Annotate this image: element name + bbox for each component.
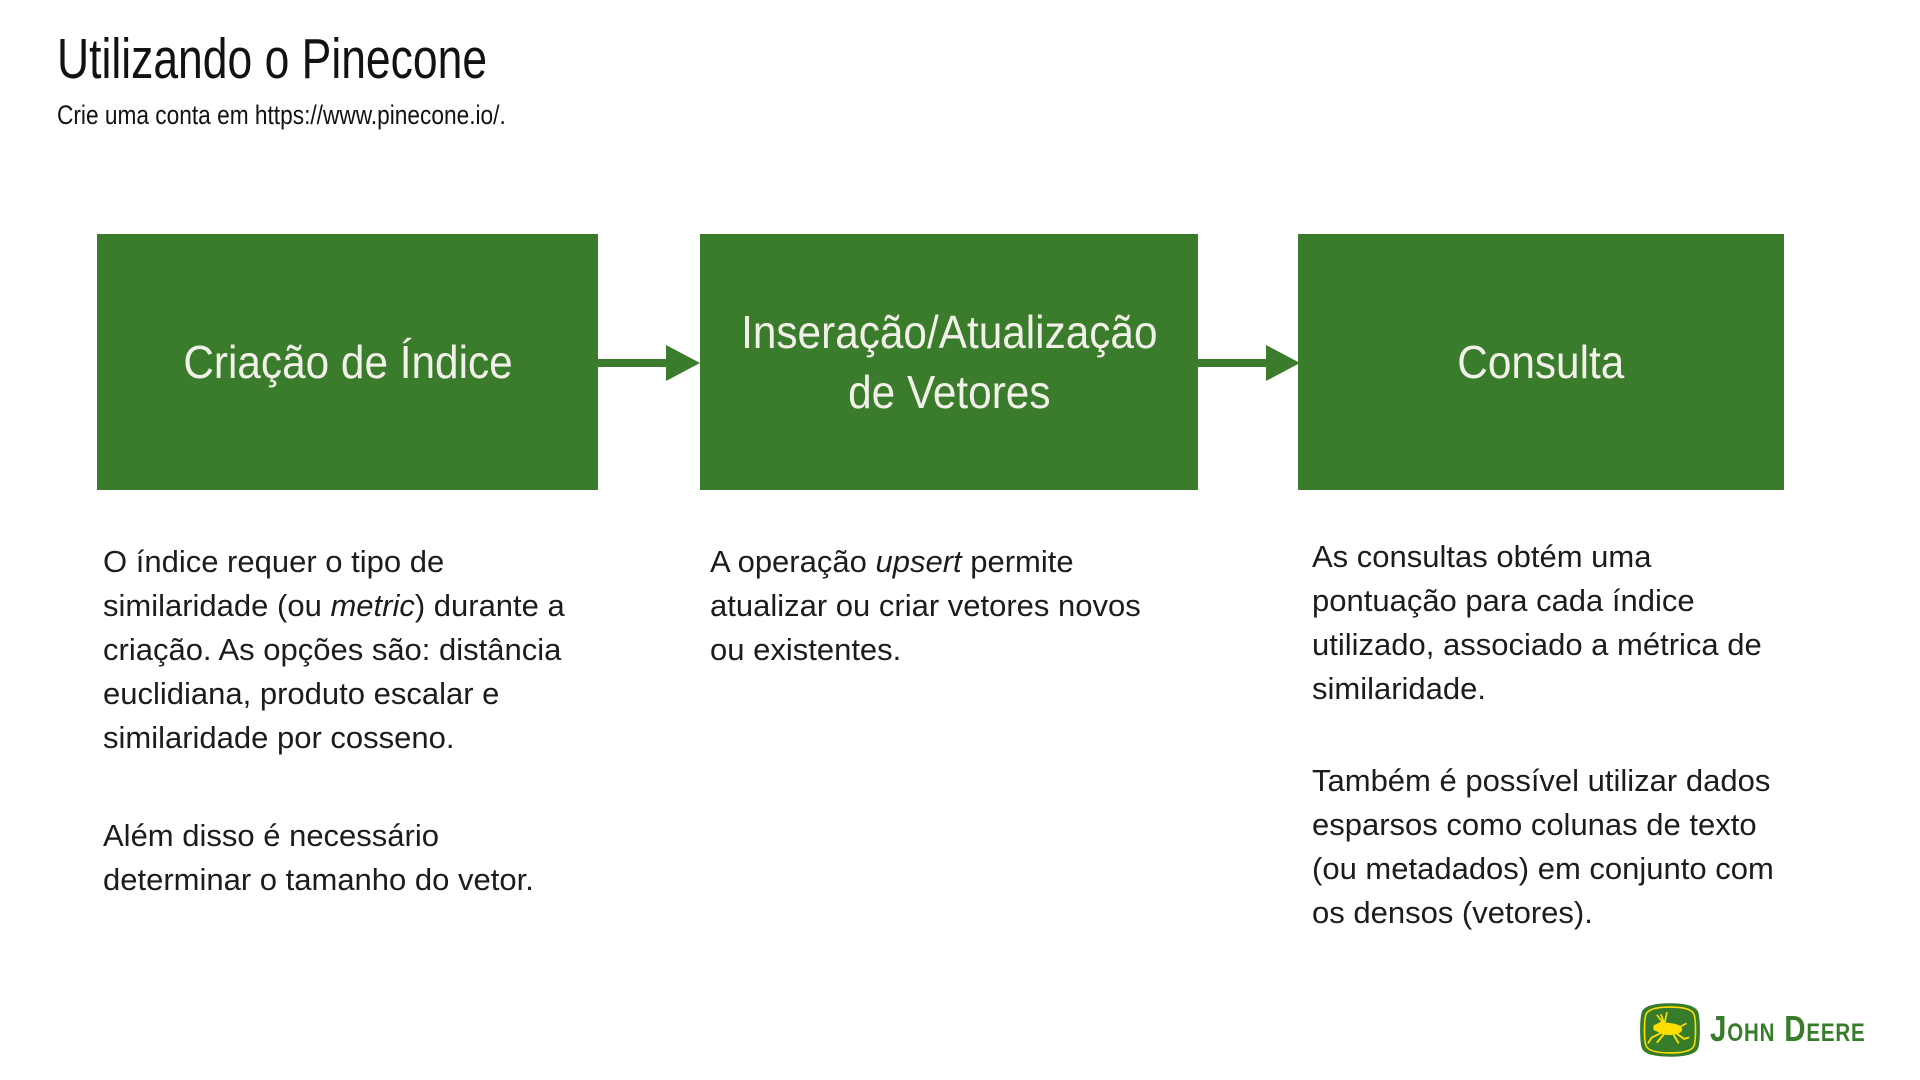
arrow-right-icon bbox=[598, 345, 700, 381]
column-text-consulta: As consultas obtém uma pontuação para ca… bbox=[1312, 535, 1832, 935]
paragraph: As consultas obtém uma pontuação para ca… bbox=[1312, 539, 1762, 706]
john-deere-wordmark: John Deere bbox=[1710, 1008, 1866, 1049]
paragraph: Além disso é necessário determinar o tam… bbox=[103, 818, 534, 897]
column-text-criacao: O índice requer o tipo de similaridade (… bbox=[103, 540, 623, 902]
john-deere-emblem-icon bbox=[1640, 1003, 1700, 1057]
column-text-inseracao: A operação upsert permite atualizar ou c… bbox=[710, 540, 1230, 672]
flow-box-label: Consulta bbox=[1457, 336, 1625, 388]
flow-box-inseracao-atualizacao: Inseração/Atualização de Vetores bbox=[700, 234, 1198, 490]
flow-box-consulta: Consulta bbox=[1298, 234, 1784, 490]
flow-box-criacao-de-indice: Criação de Índice bbox=[97, 234, 598, 490]
flow-box-label: Inseração/Atualização de Vetores bbox=[740, 306, 1158, 418]
arrow-right-icon bbox=[1198, 345, 1300, 381]
john-deere-logo: John Deere bbox=[1638, 1002, 1900, 1058]
paragraph: A operação upsert permite atualizar ou c… bbox=[710, 544, 1141, 667]
flow-box-label: Criação de Índice bbox=[182, 336, 513, 388]
page-title: Utilizando o Pinecone bbox=[57, 27, 488, 91]
paragraph: O índice requer o tipo de similaridade (… bbox=[103, 544, 565, 755]
subtitle-text: Crie uma conta em https://www.pinecone.i… bbox=[57, 100, 506, 130]
paragraph: Também é possível utilizar dados esparso… bbox=[1312, 763, 1774, 930]
